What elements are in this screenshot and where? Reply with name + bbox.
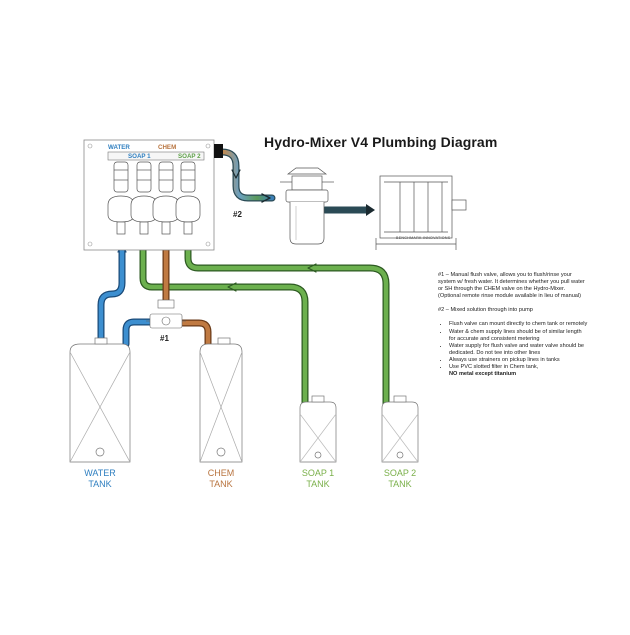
notes-bullet-list: Flush valve can mount directly to chem t… (438, 321, 588, 378)
chem-tank-label-line1: CHEM (207, 468, 235, 478)
soap2-tank-label: SOAP 2 TANK (370, 468, 430, 490)
mixer-label-soap1: SOAP 1 (128, 153, 151, 160)
pump-canister (280, 167, 334, 245)
note-mixed-solution: #2 – Mixed solution through into pump (438, 307, 533, 314)
notes-panel: #1 – Manual flush valve, allows you to f… (438, 272, 588, 378)
soap1-tank (299, 395, 337, 463)
mixed-outlet-line (218, 148, 276, 203)
pump-to-reel-line (321, 204, 375, 216)
water-supply-line (97, 232, 127, 348)
water-tank-label: WATER TANK (70, 468, 130, 490)
mixer-label-water: WATER (108, 144, 130, 151)
chem-supply-line (178, 319, 212, 348)
valve-chem (152, 161, 180, 235)
soap2-tank (381, 395, 419, 463)
notes-bullet: Water & chem supply lines should be of s… (449, 329, 588, 343)
notes-bullet-bold: NO metal except titanium (449, 371, 517, 378)
valve-soap1 (130, 161, 158, 235)
water-tank-label-line2: TANK (88, 479, 112, 489)
valve-water (107, 161, 135, 235)
soap2-tank-label-line1: SOAP 2 (383, 468, 417, 478)
soap1-tank-label: SOAP 1 TANK (288, 468, 348, 490)
hydro-mixer-board (83, 139, 223, 251)
mixer-label-chem: CHEM (158, 144, 177, 151)
reel-brand: BENCHMARK INNOVATIONS (396, 236, 451, 240)
notes-bullet-text: Use PVC slotted filter in Chem tank, (449, 364, 539, 371)
soap1-supply-line (139, 232, 309, 414)
notes-bullet: Flush valve can mount directly to chem t… (449, 321, 588, 328)
water-tank-label-line1: WATER (84, 468, 116, 478)
notes-bullet: Always use strainers on pickup lines in … (449, 357, 588, 364)
chem-tank (199, 337, 243, 463)
mixer-label-soap2: SOAP 2 (178, 153, 201, 160)
chem-tank-label-line2: TANK (209, 479, 233, 489)
valve-soap2 (175, 161, 201, 235)
notes-bullet: Water supply for flush valve and water v… (449, 343, 588, 357)
hose-reel (375, 175, 467, 250)
soap1-tank-label-line2: TANK (306, 479, 330, 489)
callout-flush-valve: #1 (160, 334, 169, 343)
water-tank (69, 337, 131, 463)
soap2-tank-label-line2: TANK (388, 479, 412, 489)
callout-mixed-out: #2 (233, 210, 242, 219)
soap2-supply-line (184, 232, 390, 410)
diagram-title: Hydro-Mixer V4 Plumbing Diagram (264, 134, 498, 150)
soap1-tank-label-line1: SOAP 1 (301, 468, 335, 478)
note-flush-valve: #1 – Manual flush valve, allows you to f… (438, 272, 585, 300)
flush-valve (146, 299, 186, 329)
chem-tank-label: CHEM TANK (191, 468, 251, 490)
flush-water-line (122, 318, 154, 348)
notes-bullet-last: Use PVC slotted filter in Chem tank, NO … (449, 364, 588, 378)
